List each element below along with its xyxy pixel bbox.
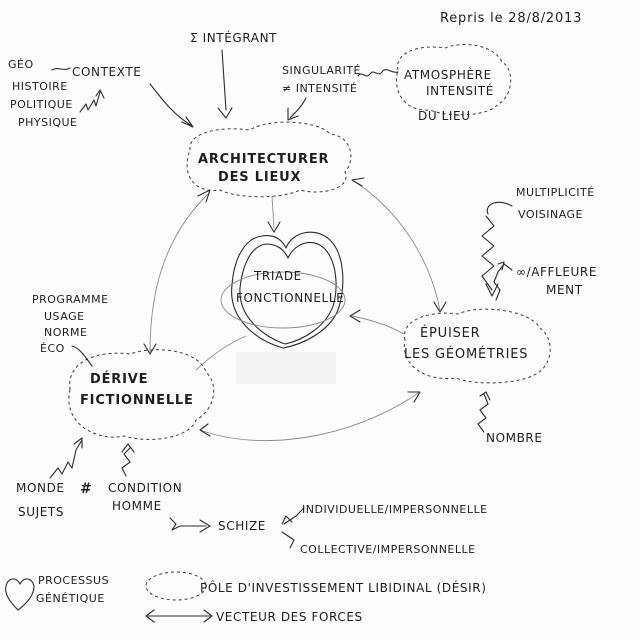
arrow-integrant-arch: [221, 49, 227, 111]
label-affleurement1: ∞/AFFLEURE: [516, 265, 597, 279]
vector-arch-derive: [149, 191, 211, 353]
legend-pole-label: PÔLE D'INVESTISSEMENT LIBIDINAL (DÉSIR): [200, 580, 487, 595]
arrowhead-zigzag-multiplicite: [485, 283, 499, 297]
legend-processus-line2: GÉNÉTIQUE: [36, 592, 105, 605]
vector-epuiser-triade: [351, 315, 405, 335]
arrowhead-singularite-arch: [287, 107, 299, 121]
arrowhead-triade-top: [267, 221, 281, 233]
node-triade-heart-inner: [239, 242, 337, 345]
label-norme: NORME: [44, 326, 87, 339]
node-architecturer-outline: [186, 121, 352, 198]
arrowhead-nombre: [479, 391, 491, 401]
date-note: Repris le 28/8/2013: [440, 11, 582, 26]
label-voisinage: VOISINAGE: [518, 208, 583, 221]
node-atmosphere-line1: ATMOSPHÈRE: [404, 67, 492, 82]
arrowhead-schize: [199, 519, 211, 533]
arrowhead-condition: [121, 443, 135, 453]
vector-derive-epuiser: [199, 391, 421, 442]
label-intensite: ≠ INTENSITÉ: [282, 82, 357, 95]
label-schize: SCHIZE: [218, 519, 266, 533]
node-derive-line1: DÉRIVE: [90, 371, 148, 387]
node-atmosphere-line2: INTENSITÉ: [426, 83, 494, 98]
label-geo: GÉO: [8, 58, 34, 71]
node-architecturer-line1: ARCHITECTURER: [198, 152, 329, 167]
legend-processus-line1: PROCESSUS: [38, 574, 109, 587]
arrow-homme-schize: [169, 517, 207, 531]
legend-vector-arrow-left: [145, 609, 155, 623]
squiggle-geo: [51, 67, 71, 71]
node-triade-ring: [220, 271, 346, 329]
arrow-schize-individuelle: [283, 507, 305, 525]
legend-vector-arrow-right: [203, 609, 213, 623]
label-multiplicite: MULTIPLICITÉ: [516, 186, 595, 199]
legend-pole-icon: [145, 571, 207, 601]
label-integrant: Σ INTÉGRANT: [190, 30, 277, 45]
erased-smudge: [236, 352, 336, 384]
vector-derive-triade: [195, 335, 247, 371]
vector-arch-triade: [271, 195, 275, 229]
arrowhead-epuiser-top: [433, 301, 447, 313]
arrowhead-affleurement: [497, 261, 505, 271]
label-singularite: SINGULARITÉ: [282, 64, 361, 77]
arrow-contexte-arch: [149, 83, 193, 127]
node-derive-outline: [68, 349, 215, 440]
arrowhead-triade-right: [349, 309, 361, 323]
label-individuelle: INDIVIDUELLE/IMPERSONNELLE: [302, 503, 488, 516]
legend-heart-icon: [5, 578, 35, 611]
label-usage: USAGE: [44, 310, 85, 323]
arrowhead-schize-up: [281, 515, 293, 525]
arrowhead-arch-right: [351, 177, 365, 187]
zigzag-nombre: [477, 393, 489, 433]
legend-vector-label: VECTEUR DES FORCES: [216, 610, 363, 624]
squiggle-singularite: [357, 69, 399, 77]
arrow-programme-derive: [71, 345, 93, 367]
label-programme: PROGRAMME: [32, 293, 109, 306]
node-architecturer-line2: DES LIEUX: [218, 170, 301, 185]
zigzag-multiplicite: [481, 215, 495, 291]
label-histoire: HISTOIRE: [12, 80, 68, 93]
label-homme: HOMME: [112, 499, 162, 513]
node-derive-line2: FICTIONNELLE: [80, 393, 194, 408]
zigzag-monde: [49, 439, 83, 479]
label-eco: ÉCO: [40, 342, 65, 355]
zigzag-affleurement: [493, 263, 513, 301]
node-triade-line1: TRIADE: [253, 269, 302, 283]
zigzag-context: [79, 91, 101, 113]
arrowhead-monde: [73, 437, 83, 449]
node-epuiser-outline: [403, 308, 551, 384]
label-condition: CONDITION: [108, 481, 182, 495]
label-affleurement2: MENT: [546, 283, 583, 297]
arrowhead-derive-top: [143, 343, 157, 355]
zigzag-condition: [121, 447, 131, 477]
arrow-schize-collective: [281, 531, 295, 549]
label-sujets: SUJETS: [18, 505, 64, 519]
label-monde: MONDE: [16, 481, 65, 495]
label-politique: POLITIQUE: [10, 98, 73, 111]
label-hash: #: [80, 481, 93, 497]
label-physique: PHYSIQUE: [18, 116, 78, 129]
node-triade-heart: [231, 231, 344, 349]
node-epuiser-line2: LES GÉOMÉTRIES: [404, 346, 528, 362]
arrowhead-integrant-arch: [217, 107, 233, 119]
vector-arch-epuiser: [351, 179, 441, 311]
label-collective: COLLECTIVE/IMPERSONNELLE: [300, 543, 476, 556]
arrowhead-derive-bottom: [199, 423, 211, 437]
arrowhead-zigzag-context: [95, 89, 105, 99]
arrowhead-epuiser-bottom: [407, 391, 421, 403]
arrowhead-contexte-arch: [181, 116, 194, 128]
label-contexte: CONTEXTE: [72, 65, 141, 79]
arrow-singularite-arch: [289, 97, 307, 119]
node-triade-line2: FONCTIONNELLE: [236, 291, 344, 305]
node-atmosphere-line3: DU LIEU: [418, 109, 471, 123]
node-epuiser-line1: ÉPUISER: [420, 325, 481, 341]
curl-multiplicite: [486, 201, 513, 215]
arrowhead-arch-left: [197, 189, 211, 203]
label-nombre: NOMBRE: [486, 431, 543, 445]
